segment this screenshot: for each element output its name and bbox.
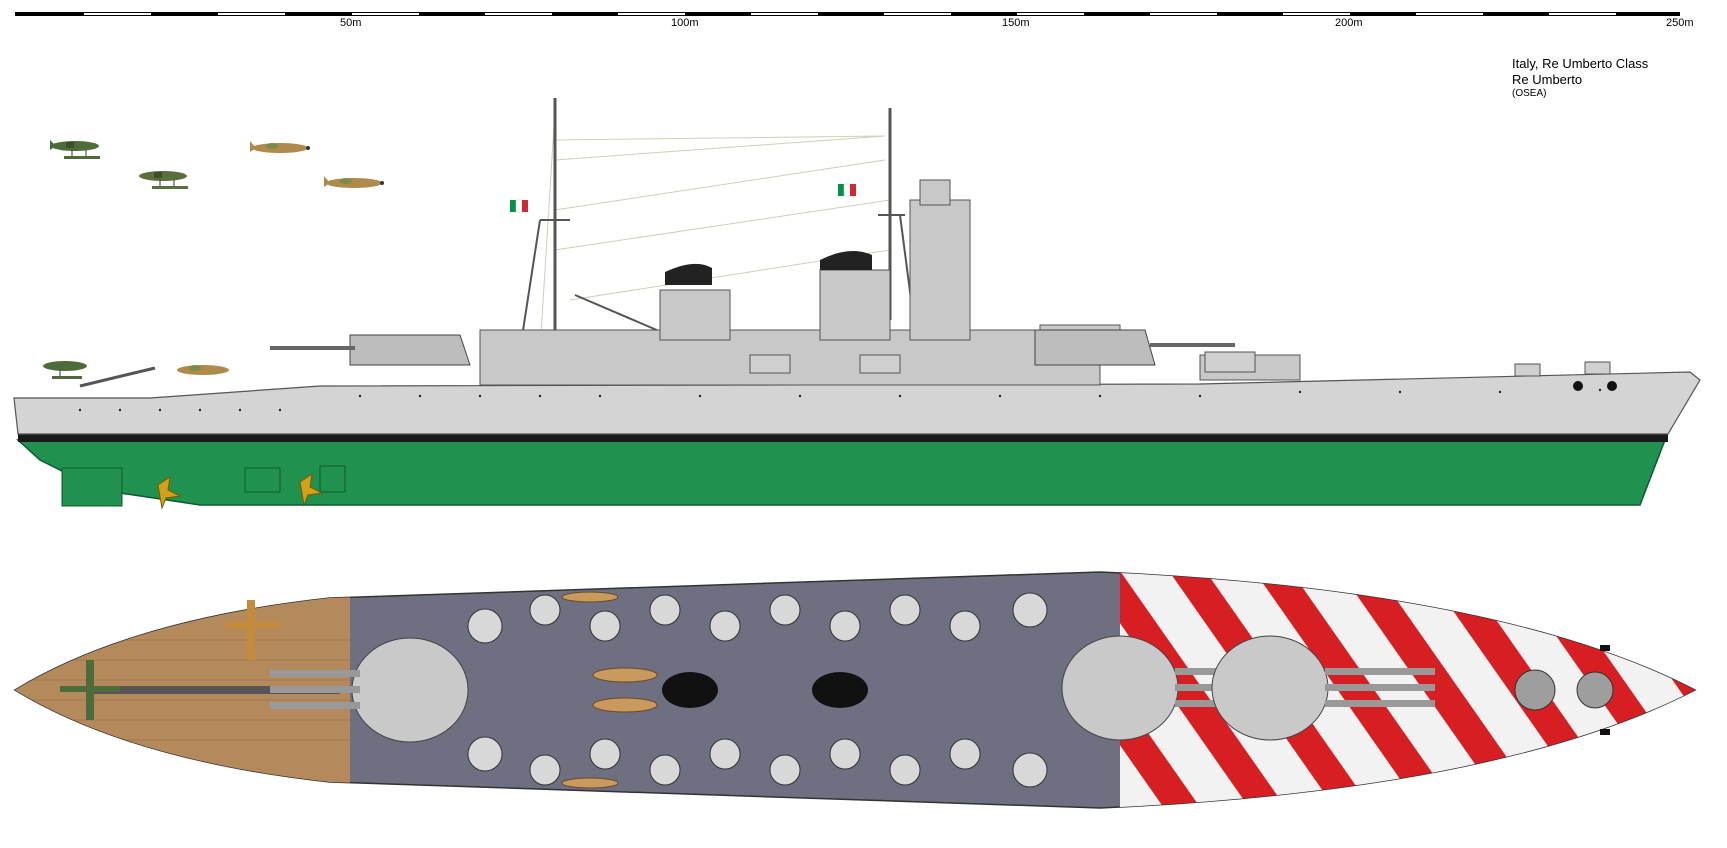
- scale-bar-segments: [84, 13, 1616, 15]
- fore-funnel: [659, 289, 731, 341]
- turret-a-profile: [349, 334, 471, 366]
- scale-label-150m: 150m: [1002, 17, 1030, 29]
- scale-label-250m: 250m: [1666, 17, 1694, 29]
- boat-icon: [561, 777, 619, 789]
- ship-name-label: Re Umberto: [1512, 72, 1583, 87]
- bow-fittings: [1514, 669, 1614, 711]
- scale-bar: [15, 12, 1680, 16]
- aircraft-group-flying: [50, 140, 384, 189]
- boot-top-stripe: [18, 434, 1668, 442]
- main-gun-barrels: [270, 343, 1235, 350]
- turret-b-profile: [1034, 329, 1156, 366]
- boat-icon: [592, 697, 658, 713]
- italian-flag-icon: [838, 183, 856, 197]
- author-credit-label: (OSEA): [1512, 88, 1547, 99]
- rigging-lines: [539, 109, 891, 351]
- scale-label-50m: 50m: [340, 17, 362, 29]
- italian-flag-icon: [510, 199, 528, 213]
- floatplane-icon: [139, 171, 188, 189]
- boat-icon: [561, 591, 619, 603]
- side-profile-view: [13, 98, 1701, 510]
- fore-funnel-top: [662, 672, 718, 708]
- upper-hull-grey: [13, 371, 1701, 435]
- fighter-plane-icon: [324, 176, 384, 188]
- aft-funnel-top: [812, 672, 868, 708]
- rangefinder-top: [919, 179, 951, 206]
- propeller-icon: [157, 472, 324, 510]
- fighter-plane-icon: [225, 600, 280, 660]
- porthole-row: [78, 388, 1602, 412]
- anchor-icon: [1600, 645, 1610, 735]
- floatplane-icon: [50, 140, 100, 159]
- scale-label-200m: 200m: [1335, 17, 1363, 29]
- fighter-plane-icon: [177, 365, 229, 375]
- fighter-plane-icon: [250, 141, 310, 153]
- turret-a-plan: [270, 637, 469, 743]
- title-block: Italy, Re Umberto Class Re Umberto (OSEA…: [1512, 56, 1648, 100]
- main-turrets-plan: [270, 635, 1435, 743]
- boat-icon: [592, 667, 658, 683]
- anchor-icon: [1573, 381, 1617, 391]
- secondary-mounts-plan: [467, 592, 1048, 788]
- turret-c-plan: [1211, 635, 1435, 741]
- fore-funnel-cap: [665, 263, 712, 285]
- rudder-icon: [61, 465, 346, 507]
- main-turrets-profile: [349, 329, 1156, 366]
- aft-funnel-cap: [820, 251, 872, 270]
- floatplane-icon: [43, 361, 87, 379]
- secondary-mounts-profile: [749, 351, 1611, 377]
- floatplane-icon: [60, 660, 120, 720]
- nation-class-label: Italy, Re Umberto Class: [1512, 56, 1649, 71]
- ship-boats: [561, 591, 658, 789]
- catapult-rail: [90, 686, 340, 694]
- funnel-tops-plan: [662, 672, 868, 708]
- conning-tower: [909, 199, 971, 341]
- scale-label-100m: 100m: [671, 17, 699, 29]
- catapult: [79, 366, 156, 388]
